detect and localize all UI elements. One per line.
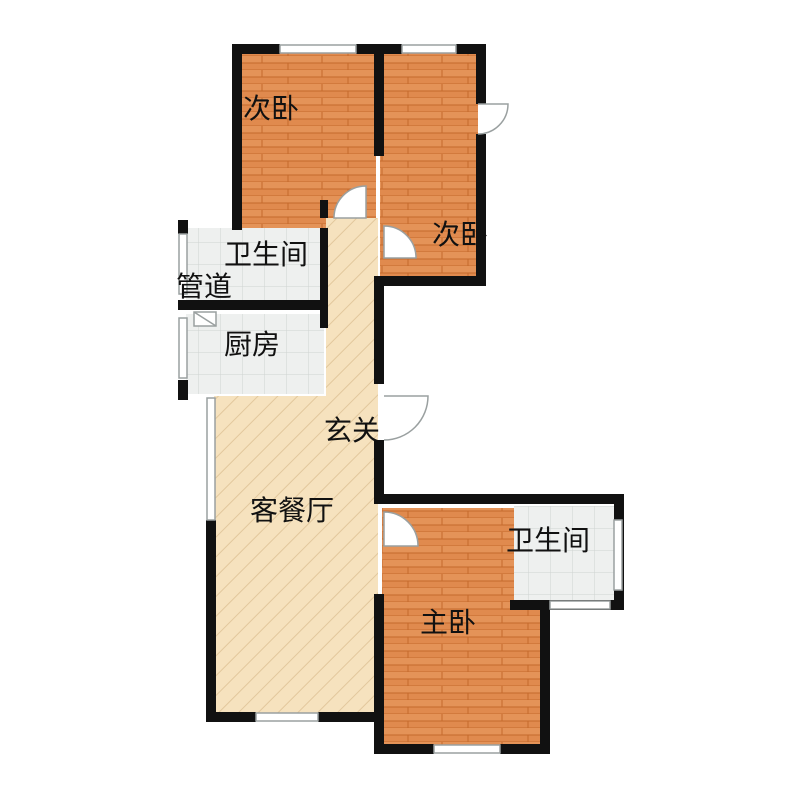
room-label-entrance: 玄关 (324, 414, 380, 447)
floor-bathroom-a (186, 228, 324, 304)
floor-corridor (326, 218, 378, 398)
room-label-bathroom-b: 卫生间 (506, 524, 590, 557)
doors (193, 103, 509, 547)
room-label-bedroom-a: 次卧 (243, 92, 299, 125)
room-label-bathroom-a: 卫生间 (224, 238, 308, 271)
floor-bathroom-b (514, 506, 614, 600)
room-label-bedroom-b: 次卧 (432, 218, 488, 251)
floor-kitchen (186, 314, 324, 394)
room-label-master-bedroom: 主卧 (420, 606, 476, 639)
windows (178, 44, 623, 754)
room-label-kitchen: 厨房 (224, 328, 280, 361)
room-label-pipe-shaft: 管道 (176, 270, 232, 303)
room-label-living-dining: 客餐厅 (250, 494, 334, 527)
floor-living-dining (214, 396, 378, 716)
